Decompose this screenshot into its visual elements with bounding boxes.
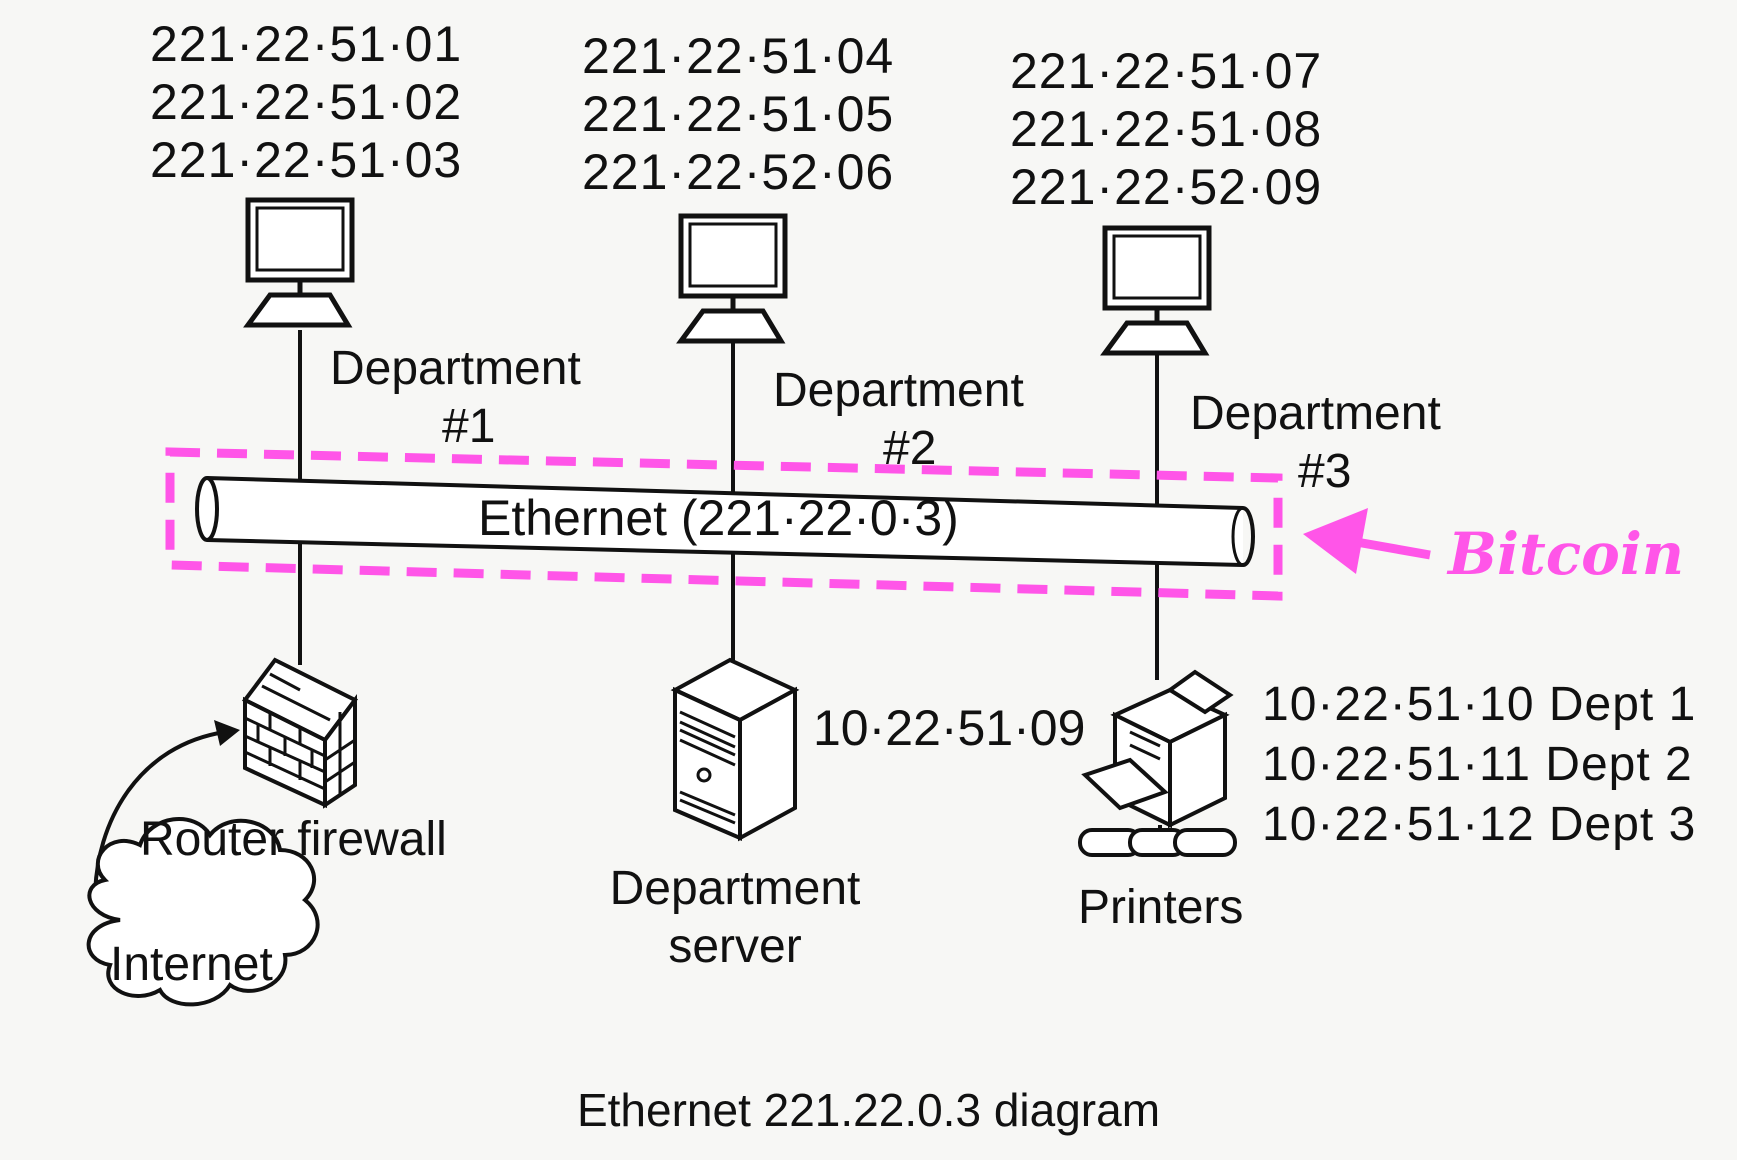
workstation-icon	[676, 213, 788, 344]
ip-address: 221·22·51·03	[150, 132, 463, 188]
server-label-line: Department	[609, 862, 861, 915]
server-ip-label: 10·22·51·09	[813, 700, 1086, 756]
workstation-icon	[243, 197, 355, 328]
ip-address: 221·22·51·05	[582, 86, 895, 142]
brick-firewall-icon	[241, 657, 359, 809]
ip-address: 221·22·52·06	[582, 144, 895, 200]
printer-icon	[1078, 669, 1237, 857]
ip-address: 221·22·51·07	[1010, 43, 1323, 99]
server-tower-icon	[670, 657, 800, 842]
dept1-label: Department #1	[330, 340, 620, 456]
dept-label-number: #1	[442, 400, 496, 453]
annotation-label: Bitcoin	[1448, 520, 1685, 588]
ip-address: 221·22·51·01	[150, 16, 463, 72]
printers-label: Printers	[1078, 881, 1244, 934]
diagram-caption: Ethernet 221.22.0.3 diagram	[576, 1084, 1161, 1136]
dept-label-name: Department	[773, 364, 1024, 417]
ip-address: 221·22·52·09	[1010, 159, 1323, 215]
dept-label-name: Department	[1190, 387, 1441, 440]
printer-address: 10·22·51·12 Dept 3	[1262, 798, 1697, 851]
dept3-ip-list: 221·22·51·07 221·22·51·08 221·22·52·09	[1010, 42, 1322, 216]
dept-label-number: #3	[1298, 445, 1352, 498]
ip-address: 221·22·51·04	[582, 28, 895, 84]
highlight-dashed-box	[165, 447, 1283, 601]
printer-address: 10·22·51·11 Dept 2	[1262, 738, 1693, 791]
workstation-icon	[1100, 225, 1212, 356]
dept2-ip-list: 221·22·51·04 221·22·51·05 221·22·52·06	[582, 27, 894, 201]
dept3-label: Department #3	[1190, 385, 1480, 501]
ethernet-bus	[195, 476, 1255, 567]
server-label: Department server	[585, 860, 885, 976]
printer-address: 10·22·51·10 Dept 1	[1262, 678, 1697, 731]
dept2-label: Department #2	[773, 362, 1063, 478]
internet-label: Internet	[110, 938, 273, 991]
annotation-arrow-icon	[1303, 508, 1431, 574]
dept-label-number: #2	[883, 422, 937, 475]
ip-address: 221·22·51·08	[1010, 101, 1323, 157]
router-firewall-label: Router firewall	[140, 813, 447, 866]
dept1-ip-list: 221·22·51·01 221·22·51·02 221·22·51·03	[150, 15, 462, 189]
server-label-line: server	[668, 920, 802, 973]
ip-address: 221·22·51·02	[150, 74, 463, 130]
cloud-icon	[86, 817, 320, 1007]
printer-address-list: 10·22·51·10 Dept 1 10·22·51·11 Dept 2 10…	[1262, 675, 1696, 855]
dept-label-name: Department	[330, 342, 581, 395]
ethernet-bus-label: Ethernet (221·22·0·3)	[478, 490, 959, 546]
